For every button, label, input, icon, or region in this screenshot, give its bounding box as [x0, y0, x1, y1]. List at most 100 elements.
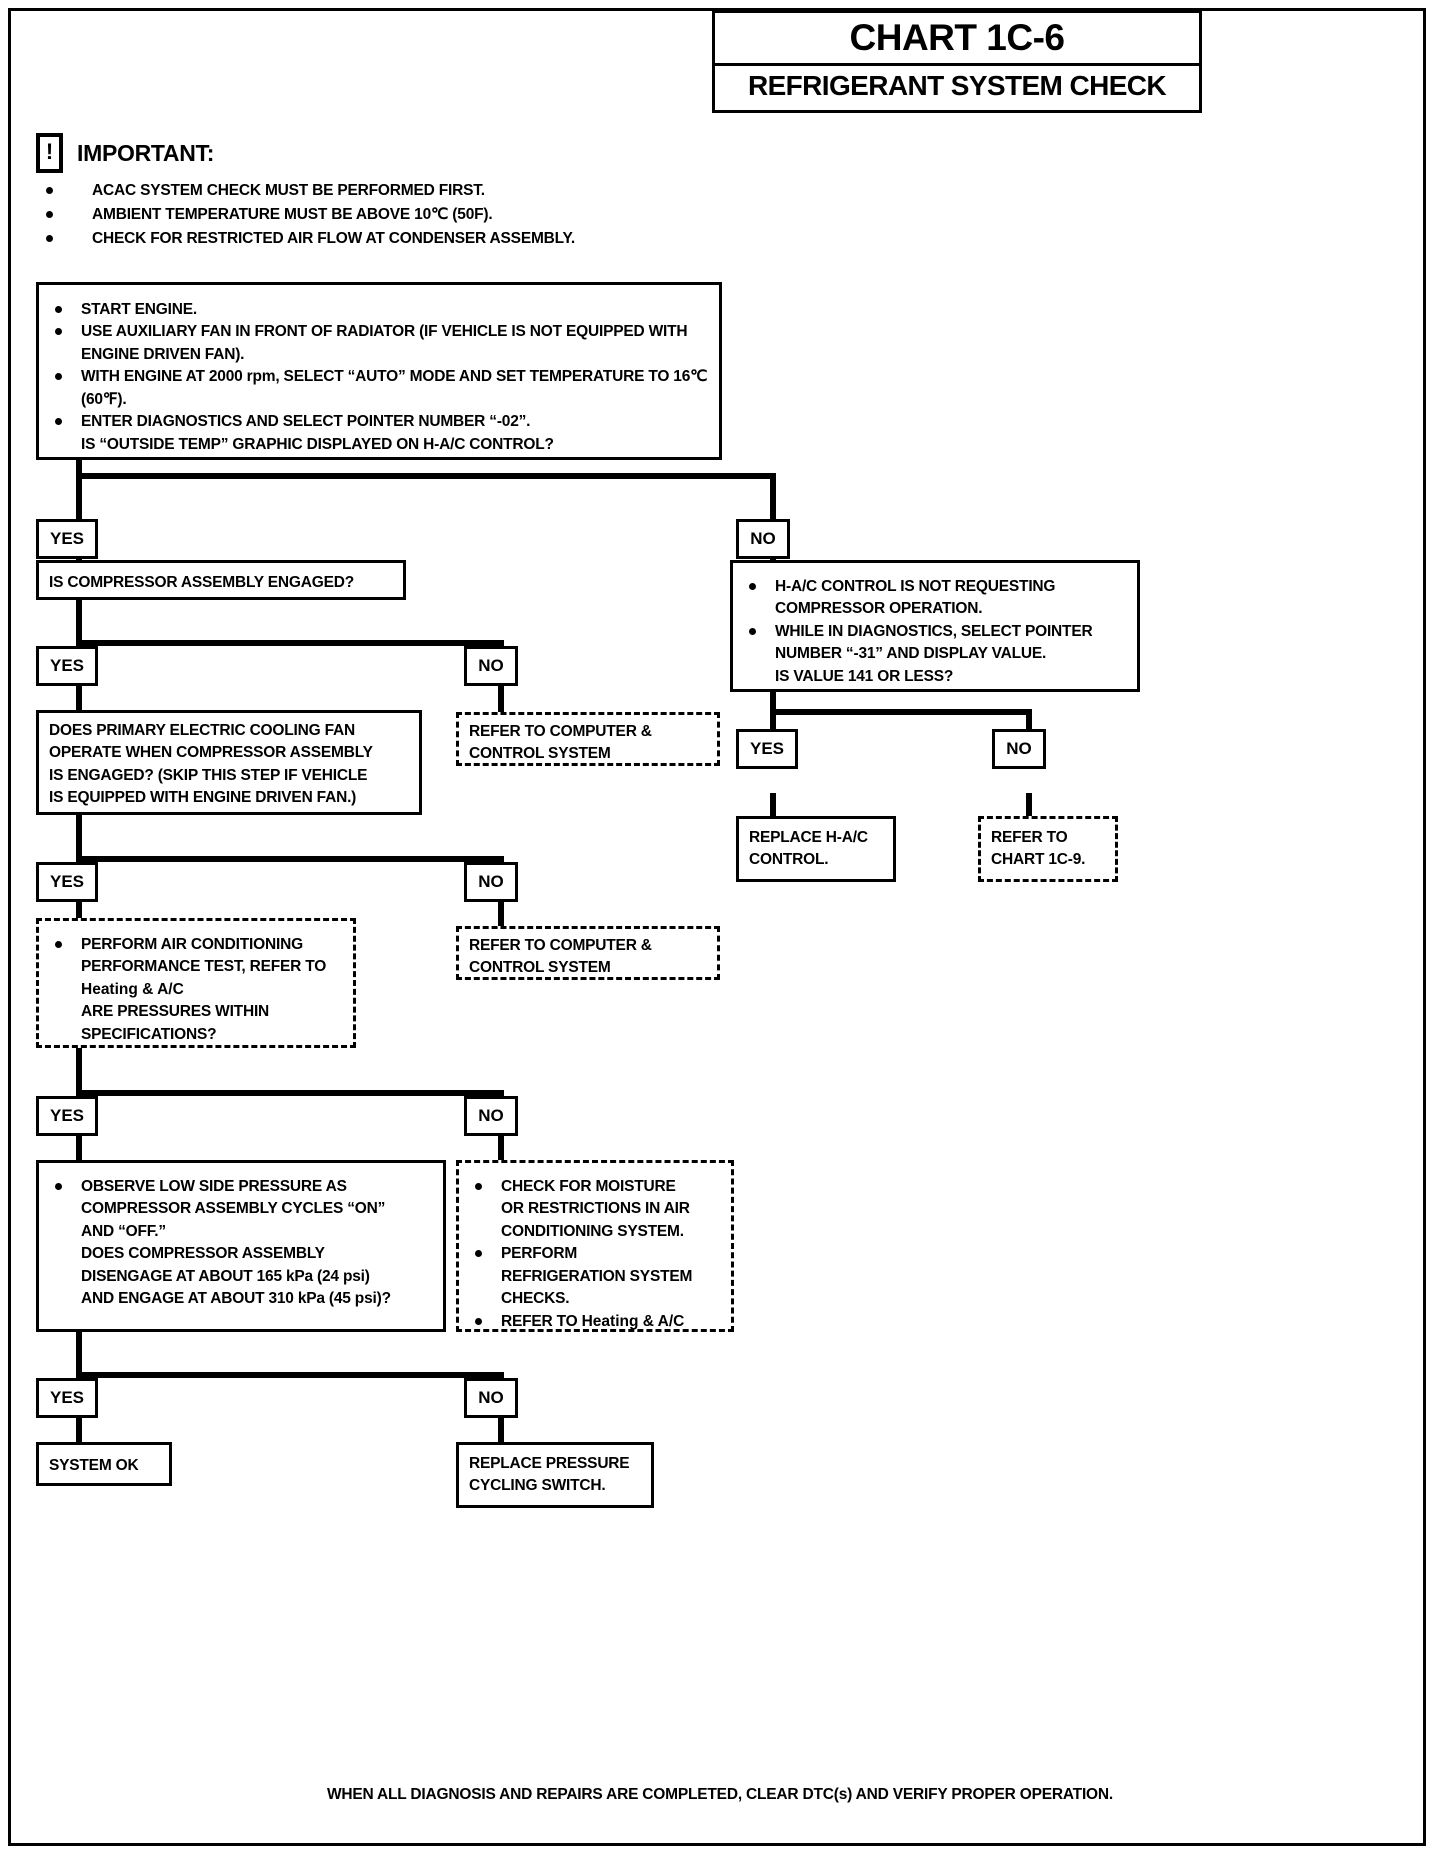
hac-b1-line-2: COMPRESSOR OPERATION.	[775, 600, 983, 618]
connector	[770, 473, 776, 519]
no-label-2: NO	[464, 646, 518, 686]
low-side-line-6: AND ENGAGE AT ABOUT 310 kPa (45 psi)?	[81, 1290, 391, 1308]
connector	[76, 640, 504, 646]
cooling-fan-line-1: DOES PRIMARY ELECTRIC COOLING FAN	[49, 722, 356, 739]
connector	[498, 1136, 504, 1164]
yes-label-1: YES	[36, 519, 98, 559]
cooling-fan-line-3: IS ENGAGED? (SKIP THIS STEP IF VEHICLE	[49, 766, 368, 784]
refer-computer-box-1: REFER TO COMPUTER & CONTROL SYSTEM	[456, 712, 720, 766]
chart-title: REFRIGERANT SYSTEM CHECK	[715, 62, 1199, 100]
yes-label-3: YES	[36, 862, 98, 902]
chart-number: CHART 1C-6	[849, 17, 1065, 58]
connector	[76, 459, 82, 519]
list-item: PERFORM AIR CONDITIONING PERFORMANCE TES…	[49, 934, 343, 1046]
compressor-engaged-text: IS COMPRESSOR ASSEMBLY ENGAGED?	[49, 574, 355, 591]
yes-label-2: YES	[36, 646, 98, 686]
low-side-line-1: OBSERVE LOW SIDE PRESSURE AS	[81, 1178, 347, 1195]
connector	[770, 793, 776, 819]
moisture-b1-line-3: CONDITIONING SYSTEM.	[501, 1222, 684, 1240]
cooling-fan-line-2: OPERATE WHEN COMPRESSOR ASSEMBLY	[49, 744, 373, 762]
no-label-4: NO	[464, 1096, 518, 1136]
important-header: ! IMPORTANT:	[36, 133, 736, 173]
refer-computer-2-line-2: CONTROL SYSTEM	[469, 959, 611, 977]
moisture-b3-mixed-ref: Heating & A/C	[581, 1312, 685, 1330]
replace-hac-line-2: CONTROL.	[749, 851, 829, 869]
moisture-b1-line-2: OR RESTRICTIONS IN AIR	[501, 1200, 690, 1218]
footer-note: WHEN ALL DIAGNOSIS AND REPAIRS ARE COMPL…	[326, 1786, 1114, 1803]
list-item: OBSERVE LOW SIDE PRESSURE AS COMPRESSOR …	[49, 1176, 433, 1311]
low-side-line-4: DOES COMPRESSOR ASSEMBLY	[81, 1245, 325, 1263]
title-block: CHART 1C-6 REFRIGERANT SYSTEM CHECK	[712, 10, 1202, 113]
important-bullet-list: ACAC SYSTEM CHECK MUST BE PERFORMED FIRS…	[36, 179, 736, 251]
connector	[76, 902, 82, 930]
low-side-line-2: COMPRESSOR ASSEMBLY CYCLES “ON”	[81, 1200, 386, 1218]
moisture-check-list: CHECK FOR MOISTURE OR RESTRICTIONS IN AI…	[469, 1176, 721, 1333]
cooling-fan-line-4: IS EQUIPPED WITH ENGINE DRIVEN FAN.)	[49, 789, 357, 807]
system-ok-box: SYSTEM OK	[36, 1442, 172, 1486]
refer-chart-line-2: CHART 1C-9.	[991, 851, 1086, 869]
hac-question: IS VALUE 141 OR LESS?	[775, 667, 954, 685]
yes-label-4: YES	[36, 1096, 98, 1136]
list-item: USE AUXILIARY FAN IN FRONT OF RADIATOR (…	[49, 321, 709, 366]
no-label-5: NO	[464, 1378, 518, 1418]
list-item: ENTER DIAGNOSTICS AND SELECT POINTER NUM…	[49, 411, 709, 456]
perf-line-4: SPECIFICATIONS?	[81, 1025, 217, 1043]
start-bullet-list: START ENGINE. USE AUXILIARY FAN IN FRONT…	[49, 299, 709, 456]
no-label-1: NO	[736, 519, 790, 559]
refer-computer-2-line-1: REFER TO COMPUTER &	[469, 937, 652, 954]
list-item: REFER TO Heating & A/C	[469, 1311, 721, 1333]
compressor-engaged-box: IS COMPRESSOR ASSEMBLY ENGAGED?	[36, 560, 406, 600]
low-side-pressure-box: OBSERVE LOW SIDE PRESSURE AS COMPRESSOR …	[36, 1160, 446, 1332]
list-item: WHILE IN DIAGNOSTICS, SELECT POINTER NUM…	[743, 621, 1127, 688]
replace-switch-box: REPLACE PRESSURE CYCLING SWITCH.	[456, 1442, 654, 1508]
connector	[76, 1372, 504, 1378]
list-item: START ENGINE.	[49, 299, 709, 321]
connector	[76, 1090, 504, 1096]
moisture-b2-line-1: PERFORM	[501, 1245, 578, 1263]
list-item: AMBIENT TEMPERATURE MUST BE ABOVE 10℃ (5…	[36, 203, 736, 227]
connector	[76, 686, 82, 716]
connector	[498, 686, 504, 716]
start-question: IS “OUTSIDE TEMP” GRAPHIC DISPLAYED ON H…	[81, 435, 554, 453]
low-side-list: OBSERVE LOW SIDE PRESSURE AS COMPRESSOR …	[49, 1176, 433, 1311]
refer-computer-box-2: REFER TO COMPUTER & CONTROL SYSTEM	[456, 926, 720, 980]
connector	[76, 1418, 82, 1446]
important-section: ! IMPORTANT: ACAC SYSTEM CHECK MUST BE P…	[36, 133, 736, 251]
moisture-b2-line-3: CHECKS.	[501, 1290, 570, 1308]
hac-b2-line-2: NUMBER “-31” AND DISPLAY VALUE.	[775, 645, 1047, 663]
low-side-line-3: AND “OFF.”	[81, 1222, 166, 1240]
perf-line-3: ARE PRESSURES WITHIN	[81, 1003, 270, 1021]
moisture-check-box: CHECK FOR MOISTURE OR RESTRICTIONS IN AI…	[456, 1160, 734, 1332]
performance-test-list: PERFORM AIR CONDITIONING PERFORMANCE TES…	[49, 934, 343, 1046]
refer-computer-1-line-1: REFER TO COMPUTER &	[469, 723, 652, 740]
moisture-b2-line-2: REFRIGERATION SYSTEM	[501, 1267, 693, 1285]
important-label: IMPORTANT:	[77, 139, 215, 166]
performance-test-box: PERFORM AIR CONDITIONING PERFORMANCE TES…	[36, 918, 356, 1048]
list-item: ACAC SYSTEM CHECK MUST BE PERFORMED FIRS…	[36, 179, 736, 203]
page-border	[8, 8, 1426, 1846]
replace-hac-line-1: REPLACE H-A/C	[749, 829, 868, 846]
connector	[76, 856, 504, 862]
connector	[1026, 793, 1032, 819]
perf-mixed-ref: Heating & A/C	[81, 980, 184, 998]
low-side-line-5: DISENGAGE AT ABOUT 165 kPa (24 psi)	[81, 1267, 370, 1285]
list-item: CHECK FOR RESTRICTED AIR FLOW AT CONDENS…	[36, 227, 736, 251]
hac-b1-line-1: H-A/C CONTROL IS NOT REQUESTING	[775, 578, 1056, 595]
no-label-3: NO	[464, 862, 518, 902]
hac-list: H-A/C CONTROL IS NOT REQUESTING COMPRESS…	[743, 576, 1127, 688]
connector	[770, 691, 776, 753]
refer-chart-box: REFER TO CHART 1C-9.	[978, 816, 1118, 882]
connector	[76, 473, 776, 479]
list-item: PERFORM REFRIGERATION SYSTEM CHECKS.	[469, 1243, 721, 1310]
yes-label-6: YES	[736, 729, 798, 769]
connector	[498, 902, 504, 930]
moisture-b3-prefix: REFER TO	[501, 1312, 582, 1330]
yes-label-5: YES	[36, 1378, 98, 1418]
hac-b2-line-1: WHILE IN DIAGNOSTICS, SELECT POINTER	[775, 622, 1093, 640]
system-ok-text: SYSTEM OK	[49, 1457, 139, 1474]
replace-hac-box: REPLACE H-A/C CONTROL.	[736, 816, 896, 882]
start-box: START ENGINE. USE AUXILIARY FAN IN FRONT…	[36, 282, 722, 460]
refer-chart-line-1: REFER TO	[991, 829, 1068, 846]
start-bullet-4-text: ENTER DIAGNOSTICS AND SELECT POINTER NUM…	[81, 413, 531, 431]
